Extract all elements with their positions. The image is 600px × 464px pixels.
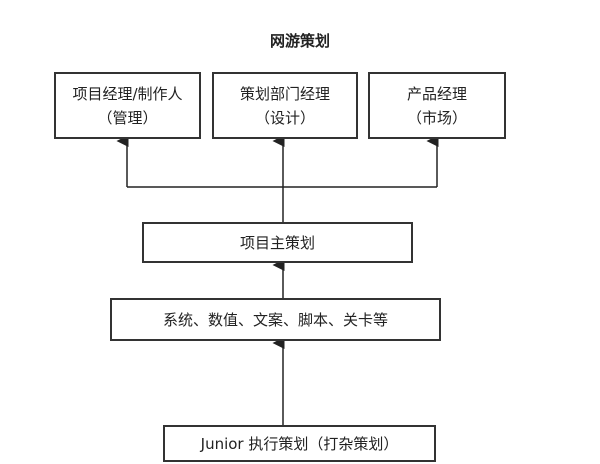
role-box-design-manager: 策划部门经理 （设计） xyxy=(212,72,358,139)
role-subtitle: （市场） xyxy=(406,108,467,127)
diagram-title: 网游策划 xyxy=(269,32,330,50)
role-title: 项目经理/制作人 xyxy=(72,84,183,103)
role-title: 策划部门经理 xyxy=(239,84,330,103)
role-box-project-manager: 项目经理/制作人 （管理） xyxy=(54,72,201,139)
junior-designer-box: Junior 执行策划（打杂策划） xyxy=(163,425,436,462)
role-title: 产品经理 xyxy=(406,84,467,103)
role-subtitle: （管理） xyxy=(97,108,158,127)
design-areas-label: 系统、数值、文案、脚本、关卡等 xyxy=(162,310,388,329)
junior-designer-label: Junior 执行策划（打杂策划） xyxy=(200,434,399,453)
lead-designer-label: 项目主策划 xyxy=(239,233,315,252)
role-box-product-manager: 产品经理 （市场） xyxy=(368,72,506,139)
role-subtitle: （设计） xyxy=(254,108,315,127)
lead-designer-box: 项目主策划 xyxy=(142,222,413,263)
design-areas-box: 系统、数值、文案、脚本、关卡等 xyxy=(110,298,441,341)
